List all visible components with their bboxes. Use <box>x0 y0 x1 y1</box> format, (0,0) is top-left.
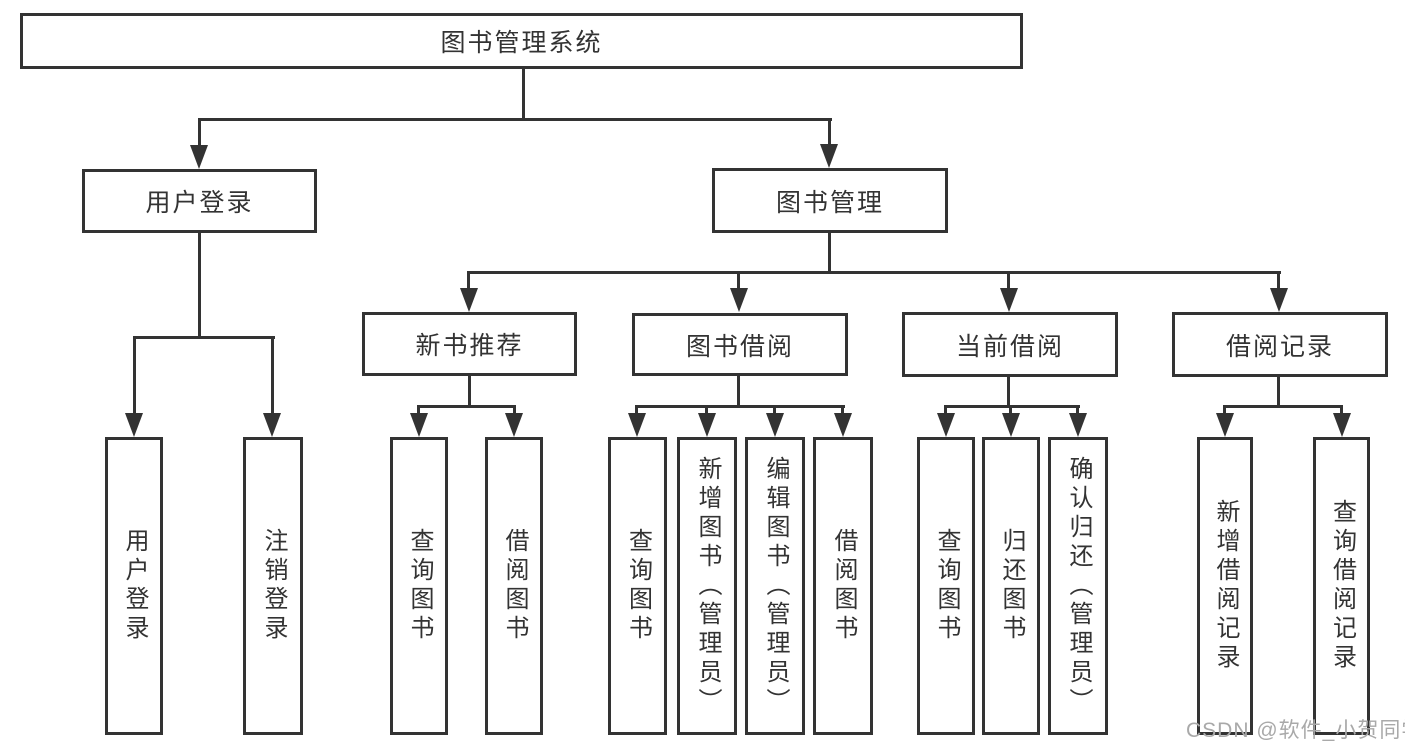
leaf-logout: 注销登录 <box>243 437 303 735</box>
leaf-br-add-record: 新增借阅记录 <box>1197 437 1253 735</box>
csdn-watermark: CSDN @软件_小贺同学 <box>1186 719 1405 742</box>
connector-to-book-borrow <box>737 271 740 291</box>
arrowhead-bb-add <box>698 413 716 437</box>
node-root-label: 图书管理系统 <box>440 29 603 57</box>
leaf-bb-query-books-label: 查询图书 <box>624 528 652 644</box>
connector-book-management-stem <box>828 232 831 274</box>
node-new-book-recommend: 新书推荐 <box>362 312 577 376</box>
arrowhead-leaf-logout <box>263 413 281 437</box>
leaf-user-login-label: 用户登录 <box>121 528 148 644</box>
connector-to-nb-borrow <box>513 405 516 417</box>
node-current-borrow-label: 当前借阅 <box>955 332 1064 361</box>
connector-to-user-login <box>198 118 201 148</box>
leaf-nb-borrow-books-label: 借阅图书 <box>501 528 528 644</box>
leaf-cb-return-books: 归还图书 <box>982 437 1040 735</box>
connector-to-leaf-user-login <box>133 336 136 416</box>
connector-to-bb-edit <box>773 405 776 417</box>
connector-nb-rail <box>417 405 516 408</box>
leaf-bb-borrow-books: 借阅图书 <box>813 437 873 735</box>
connector-bb-rail <box>635 405 845 408</box>
connector-to-current-borrow <box>1007 271 1010 291</box>
arrowhead-current-borrow <box>1000 288 1018 312</box>
arrowhead-nb-query <box>410 413 428 437</box>
arrowhead-user-login <box>190 145 208 169</box>
leaf-nb-borrow-books: 借阅图书 <box>485 437 543 735</box>
node-user-login: 用户登录 <box>82 169 317 233</box>
arrowhead-bb-edit <box>766 413 784 437</box>
connector-user-login-rail <box>133 336 275 339</box>
connector-to-cb-confirm <box>1076 405 1079 417</box>
connector-nb-stem <box>468 375 471 407</box>
node-book-borrow-label: 图书借阅 <box>685 332 794 361</box>
connector-to-bb-borrow <box>841 405 844 417</box>
leaf-logout-label: 注销登录 <box>260 528 287 644</box>
connector-to-bb-add <box>705 405 708 417</box>
leaf-user-login: 用户登录 <box>105 437 163 735</box>
arrowhead-cb-confirm <box>1069 413 1087 437</box>
arrowhead-cb-query <box>937 413 955 437</box>
leaf-nb-query-books: 查询图书 <box>390 437 448 735</box>
leaf-bb-add-books-admin-label: 新增图书（管理员） <box>694 455 721 717</box>
connector-bb-stem <box>737 374 740 407</box>
connector-cb-stem <box>1007 376 1010 407</box>
leaf-bb-query-books: 查询图书 <box>608 437 667 735</box>
node-user-login-label: 用户登录 <box>145 189 254 217</box>
node-book-management: 图书管理 <box>712 168 948 233</box>
connector-to-nb-query <box>417 405 420 417</box>
connector-to-cb-query <box>944 405 947 417</box>
connector-to-book-management <box>828 118 831 147</box>
connector-to-borrow-records <box>1277 271 1280 291</box>
connector-br-stem <box>1277 376 1280 407</box>
leaf-br-add-record-label: 新增借阅记录 <box>1212 499 1239 673</box>
arrowhead-br-query <box>1333 413 1351 437</box>
connector-to-bb-query <box>635 405 638 417</box>
connector-to-new-book-recommend <box>467 271 470 291</box>
connector-br-rail <box>1223 405 1343 408</box>
arrowhead-br-add <box>1216 413 1234 437</box>
connector-root-stem <box>522 66 525 121</box>
node-book-borrow: 图书借阅 <box>632 313 848 376</box>
leaf-br-query-record: 查询借阅记录 <box>1313 437 1370 735</box>
arrowhead-cb-return <box>1002 413 1020 437</box>
node-book-management-label: 图书管理 <box>775 188 884 217</box>
leaf-nb-query-books-label: 查询图书 <box>406 528 433 644</box>
node-new-book-recommend-label: 新书推荐 <box>415 332 524 360</box>
leaf-cb-return-books-label: 归还图书 <box>998 528 1025 644</box>
leaf-bb-edit-books-admin: 编辑图书（管理员） <box>745 437 805 735</box>
leaf-bb-borrow-books-label: 借阅图书 <box>830 528 857 644</box>
arrowhead-nb-borrow <box>505 413 523 437</box>
node-borrow-records: 借阅记录 <box>1172 312 1388 377</box>
arrowhead-book-borrow <box>730 288 748 312</box>
connector-level2-rail <box>467 271 1281 274</box>
connector-to-br-add <box>1223 405 1226 417</box>
leaf-cb-confirm-return-admin-label: 确认归还（管理员） <box>1065 455 1092 717</box>
arrowhead-leaf-user-login <box>125 413 143 437</box>
connector-user-login-stem <box>198 232 201 339</box>
arrowhead-borrow-records <box>1270 288 1288 312</box>
arrowhead-bb-borrow <box>834 413 852 437</box>
leaf-cb-query-books-label: 查询图书 <box>933 528 960 644</box>
connector-level1-rail <box>198 118 832 121</box>
leaf-cb-confirm-return-admin: 确认归还（管理员） <box>1048 437 1108 735</box>
node-root: 图书管理系统 <box>20 13 1023 69</box>
connector-to-cb-return <box>1009 405 1012 417</box>
connector-to-leaf-logout <box>271 336 274 416</box>
arrowhead-new-book-recommend <box>460 288 478 312</box>
arrowhead-bb-query <box>628 413 646 437</box>
leaf-bb-add-books-admin: 新增图书（管理员） <box>677 437 737 735</box>
leaf-cb-query-books: 查询图书 <box>917 437 975 735</box>
node-borrow-records-label: 借阅记录 <box>1225 332 1334 361</box>
leaf-br-query-record-label: 查询借阅记录 <box>1328 499 1356 673</box>
connector-cb-rail <box>944 405 1080 408</box>
arrowhead-book-management <box>820 144 838 168</box>
node-current-borrow: 当前借阅 <box>902 312 1118 377</box>
leaf-bb-edit-books-admin-label: 编辑图书（管理员） <box>762 455 789 717</box>
connector-to-br-query <box>1340 405 1343 417</box>
